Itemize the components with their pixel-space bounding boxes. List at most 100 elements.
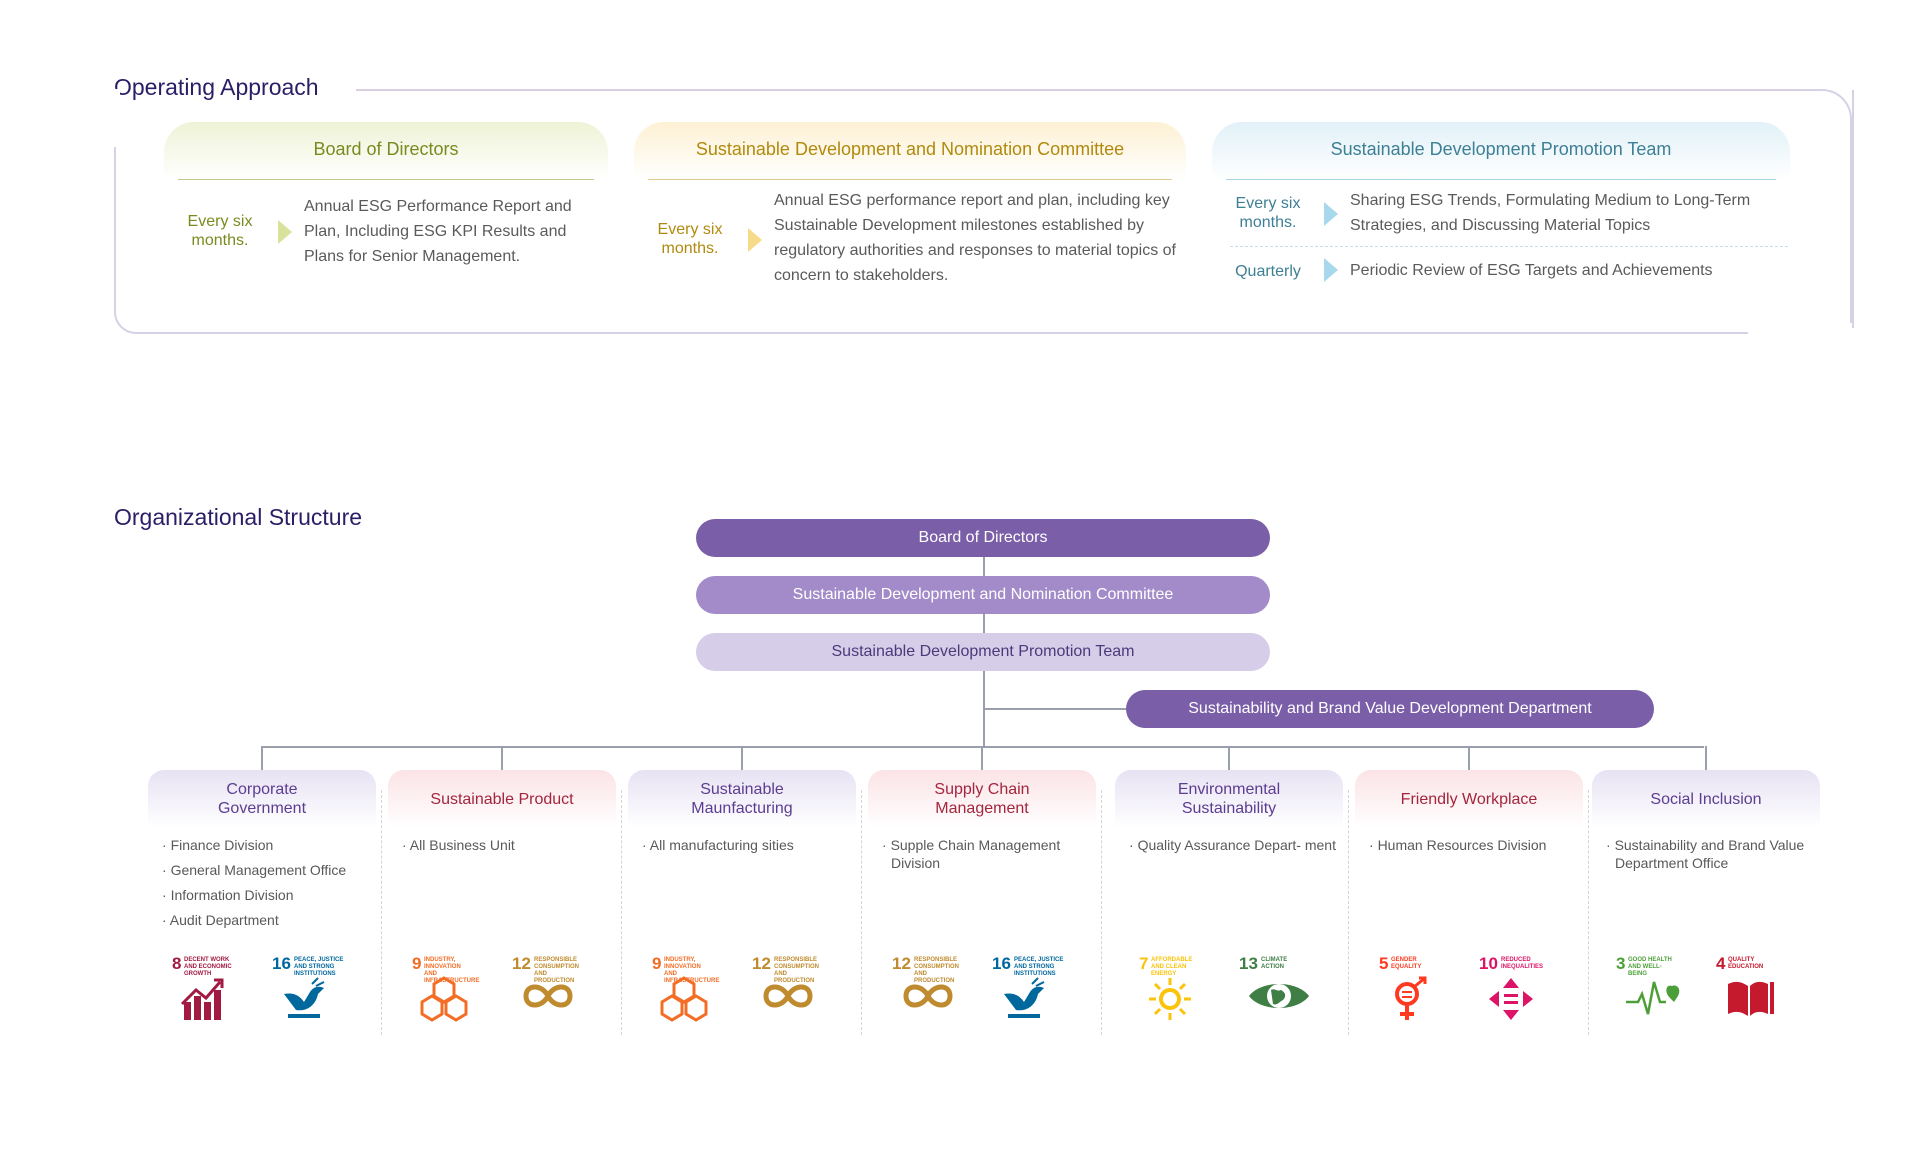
- team-node: Sustainable Development Promotion Team: [696, 633, 1270, 671]
- sdg-number: 4: [1716, 954, 1726, 973]
- sdg-goal-badge: 16Peace, justice and strong institutions: [272, 954, 344, 1028]
- sdg-goal-badge: 8Decent work and economic growth: [172, 954, 244, 1028]
- arrow-icon: [278, 220, 292, 244]
- org-column: Social InclusionSustainability and Brand…: [1592, 770, 1820, 1036]
- column-connector: [261, 746, 263, 770]
- org-column: Corporate GovernmentFinance DivisionGene…: [148, 770, 376, 1036]
- frequency-description: Annual ESG performance report and plan, …: [774, 192, 1176, 284]
- org-column: Sustainable MaunfacturingAll manufacturi…: [628, 770, 856, 1036]
- department-connector: [983, 708, 1129, 710]
- column-title: Friendly Workplace: [1355, 770, 1583, 828]
- sdg-number: 16: [272, 954, 291, 973]
- unit-list: Finance DivisionGeneral Management Offic…: [162, 836, 372, 936]
- frequency-label: Every six months.: [187, 213, 253, 249]
- column-divider: [861, 790, 862, 1035]
- column-connector: [741, 746, 743, 770]
- unit-item: Audit Department: [162, 911, 372, 929]
- sdg-number: 3: [1616, 954, 1626, 973]
- column-divider: [1101, 790, 1102, 1035]
- title-rule: [356, 89, 1806, 91]
- unit-list: All Business Unit: [402, 836, 612, 861]
- unit-item: General Management Office: [162, 861, 372, 879]
- board-card: Board of Directors Every six months. Ann…: [164, 122, 608, 292]
- arrow-icon: [1324, 202, 1338, 226]
- column-connector: [1228, 746, 1230, 770]
- unit-list: Human Resources Division: [1369, 836, 1579, 861]
- frame-corner: [1800, 89, 1852, 323]
- column-title: Environmental Sustainability: [1115, 770, 1343, 828]
- org-column: Sustainable ProductAll Business Unit9Ind…: [388, 770, 616, 1036]
- team-card: Sustainable Development Promotion Team E…: [1212, 122, 1790, 302]
- sdg-goal-badge: 7Affordable and clean energy: [1139, 954, 1211, 1028]
- frequency-label: Every six months.: [1235, 195, 1301, 231]
- branch-connector: [262, 746, 1704, 748]
- sdg-number: 9: [652, 954, 662, 973]
- team-card-title: Sustainable Development Promotion Team: [1212, 122, 1790, 180]
- sdg-goal-badge: 13Climate action: [1239, 954, 1311, 1028]
- unit-list: Supple Chain Management Division: [882, 836, 1092, 879]
- committee-node: Sustainable Development and Nomination C…: [696, 576, 1270, 614]
- sdg-number: 12: [892, 954, 911, 973]
- sdg-label: Responsible consumption and production: [774, 957, 819, 984]
- department-node: Sustainability and Brand Value Developme…: [1126, 690, 1654, 728]
- column-title: Sustainable Maunfacturing: [628, 770, 856, 828]
- column-title: Corporate Government: [148, 770, 376, 828]
- sdg-label: Climate action: [1261, 957, 1288, 970]
- unit-item: Human Resources Division: [1369, 836, 1579, 854]
- column-connector: [981, 746, 983, 770]
- sdg-label: Gender equality: [1391, 957, 1422, 970]
- column-connector: [1705, 746, 1707, 770]
- unit-item: Information Division: [162, 886, 372, 904]
- frequency-label: Quarterly: [1235, 263, 1301, 280]
- sdg-label: Affordable and clean energy: [1151, 957, 1193, 977]
- sdg-goal-badge: 12Responsible consumption and production: [512, 954, 584, 1028]
- org-column: Environmental SustainabilityQuality Assu…: [1115, 770, 1343, 1036]
- column-title: Social Inclusion: [1592, 770, 1820, 828]
- sdg-number: 12: [512, 954, 531, 973]
- frequency-description: Periodic Review of ESG Targets and Achie…: [1350, 262, 1713, 279]
- unit-list: Quality Assurance Depart- ment: [1129, 836, 1339, 861]
- org-column: Supply Chain ManagementSupple Chain Mana…: [868, 770, 1096, 1036]
- sdg-goal-badge: 12Responsible consumption and production: [752, 954, 824, 1028]
- sdg-goal-badge: 5Gender equality: [1379, 954, 1451, 1028]
- unit-item: Sustainability and Brand Value Departmen…: [1606, 836, 1816, 872]
- frequency-description: Annual ESG Performance Report and Plan, …: [304, 198, 572, 265]
- org-column: Friendly WorkplaceHuman Resources Divisi…: [1355, 770, 1583, 1036]
- column-title: Supply Chain Management: [868, 770, 1096, 828]
- committee-card-title: Sustainable Development and Nomination C…: [634, 122, 1186, 180]
- sdg-goal-badge: 10Reduced inequalities: [1479, 954, 1551, 1028]
- column-connector: [1468, 746, 1470, 770]
- arrow-icon: [1324, 258, 1338, 282]
- sdg-number: 7: [1139, 954, 1149, 973]
- sdg-label: Decent work and economic growth: [184, 957, 232, 977]
- column-divider: [381, 790, 382, 1035]
- sdg-number: 5: [1379, 954, 1389, 973]
- board-card-title: Board of Directors: [164, 122, 608, 180]
- unit-item: All manufacturing sities: [642, 836, 852, 854]
- sdg-goal-badge: 9Industry, innovation and infrastructure: [652, 954, 724, 1028]
- sdg-label: Peace, justice and strong institutions: [294, 957, 344, 977]
- unit-item: All Business Unit: [402, 836, 612, 854]
- arrow-icon: [748, 228, 762, 252]
- sdg-number: 8: [172, 954, 182, 973]
- sdg-label: Reduced inequalities: [1501, 957, 1544, 970]
- sdg-label: Peace, justice and strong institutions: [1014, 957, 1064, 977]
- column-connector: [501, 746, 503, 770]
- unit-list: Sustainability and Brand Value Departmen…: [1606, 836, 1816, 879]
- sdg-number: 16: [992, 954, 1011, 973]
- sdg-number: 10: [1479, 954, 1498, 973]
- committee-card: Sustainable Development and Nomination C…: [634, 122, 1186, 302]
- frequency-label: Every six months.: [657, 221, 723, 257]
- operating-approach-title: Operating Approach: [114, 74, 319, 100]
- unit-item: Quality Assurance Depart- ment: [1129, 836, 1339, 854]
- sdg-goal-badge: 12Responsible consumption and production: [892, 954, 964, 1028]
- sdg-goal-badge: 3Good health and well-being: [1616, 954, 1688, 1028]
- column-divider: [621, 790, 622, 1035]
- sdg-number: 12: [752, 954, 771, 973]
- sdg-number: 9: [412, 954, 422, 973]
- column-divider: [1588, 790, 1589, 1035]
- sdg-goal-badge: 16Peace, justice and strong institutions: [992, 954, 1064, 1028]
- sdg-label: Good health and well-being: [1628, 957, 1672, 977]
- sdg-goal-badge: 4Quality education: [1716, 954, 1788, 1028]
- sdg-label: Quality education: [1728, 957, 1764, 970]
